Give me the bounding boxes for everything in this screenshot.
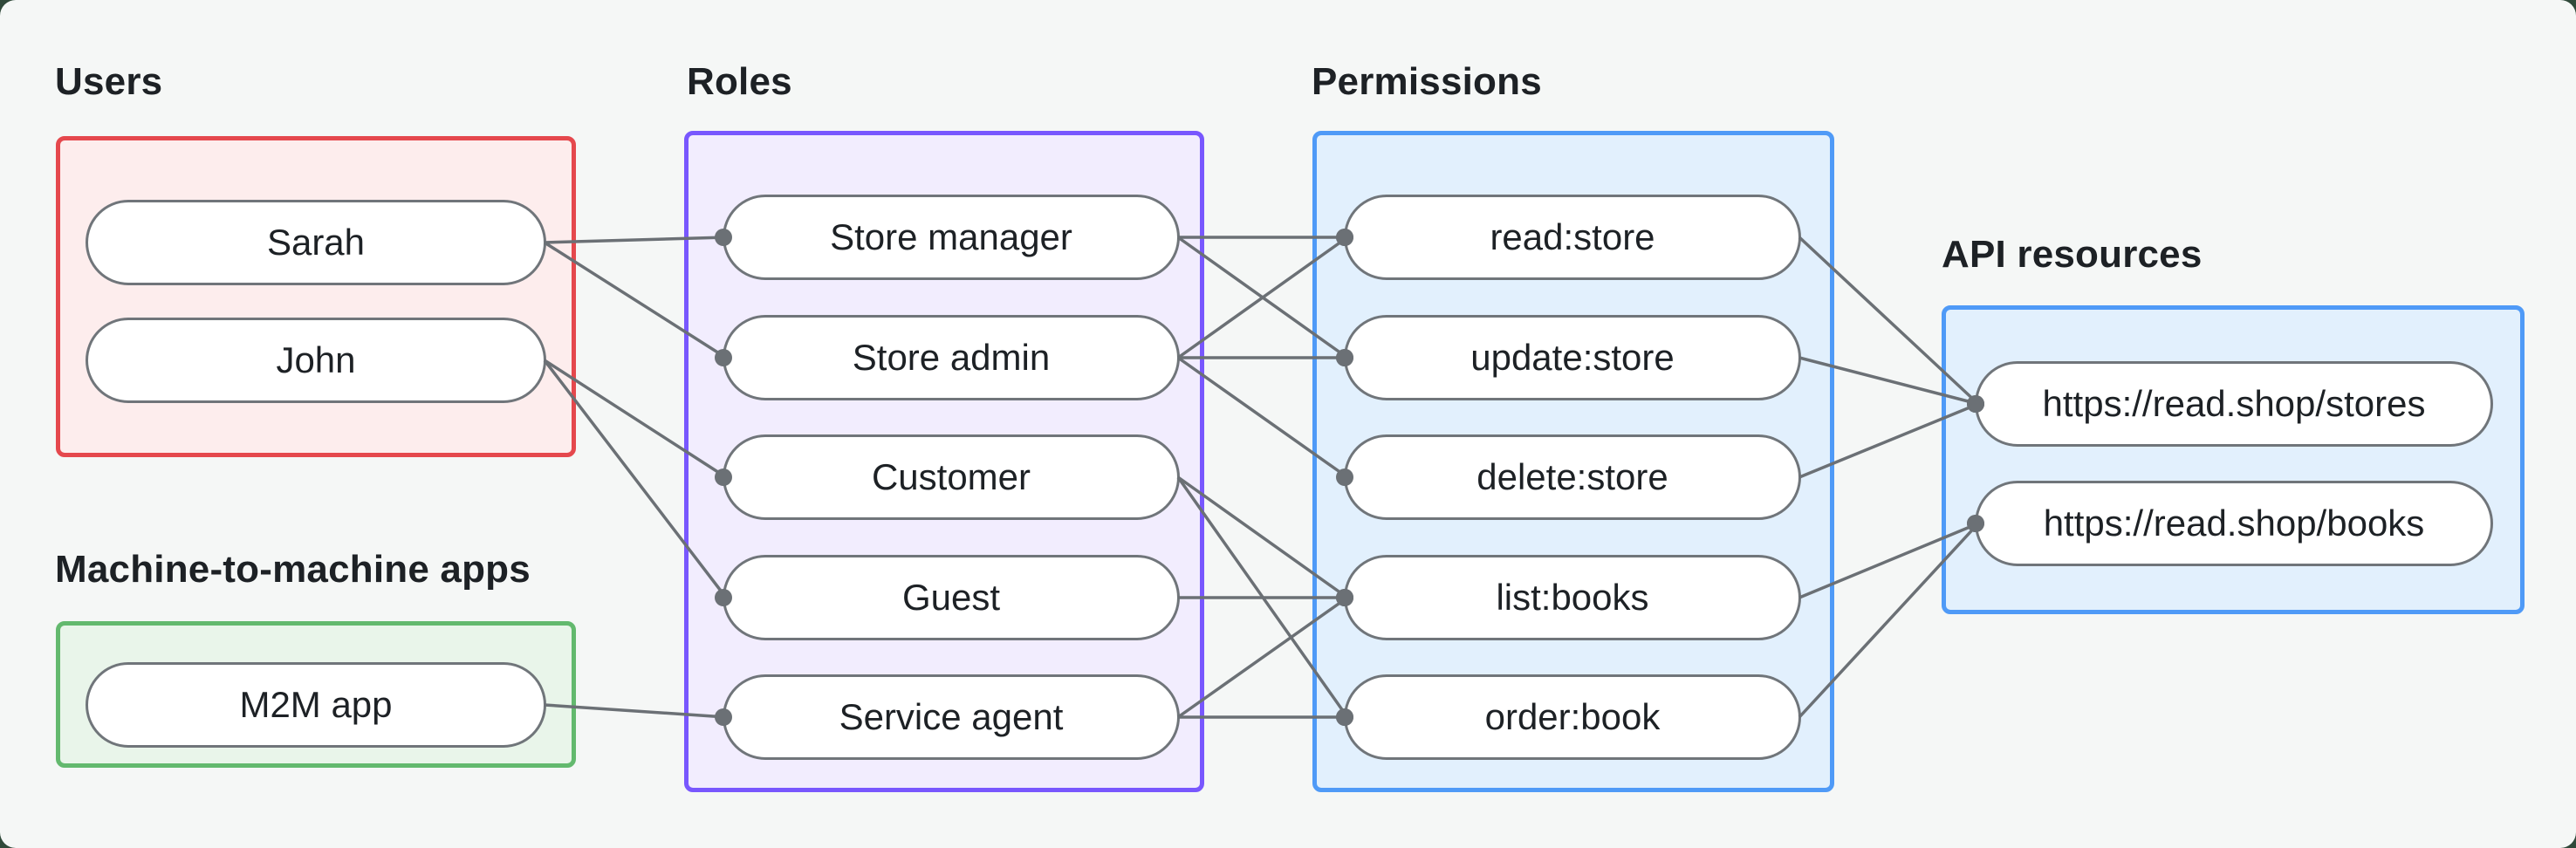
- node-update-store: update:store: [1344, 315, 1801, 400]
- node-list-books: list:books: [1344, 555, 1801, 640]
- group-label-roles: Roles: [687, 60, 792, 103]
- group-box-users: [56, 136, 576, 457]
- node-store-manager: Store manager: [723, 195, 1180, 280]
- group-label-m2m: Machine-to-machine apps: [55, 548, 531, 591]
- node-delete-store: delete:store: [1344, 434, 1801, 520]
- group-label-api: API resources: [1942, 233, 2203, 276]
- node-order-book: order:book: [1344, 674, 1801, 760]
- node-read-store: read:store: [1344, 195, 1801, 280]
- group-box-api: [1942, 305, 2525, 614]
- node-store-admin: Store admin: [723, 315, 1180, 400]
- node-stores-api: https://read.shop/stores: [1975, 361, 2493, 447]
- node-customer: Customer: [723, 434, 1180, 520]
- node-service-agent: Service agent: [723, 674, 1180, 760]
- node-m2m-app: M2M app: [86, 662, 546, 748]
- node-books-api: https://read.shop/books: [1975, 481, 2493, 566]
- group-label-users: Users: [55, 60, 163, 103]
- node-guest: Guest: [723, 555, 1180, 640]
- group-label-permissions: Permissions: [1312, 60, 1542, 103]
- node-sarah: Sarah: [86, 200, 546, 285]
- node-john: John: [86, 318, 546, 403]
